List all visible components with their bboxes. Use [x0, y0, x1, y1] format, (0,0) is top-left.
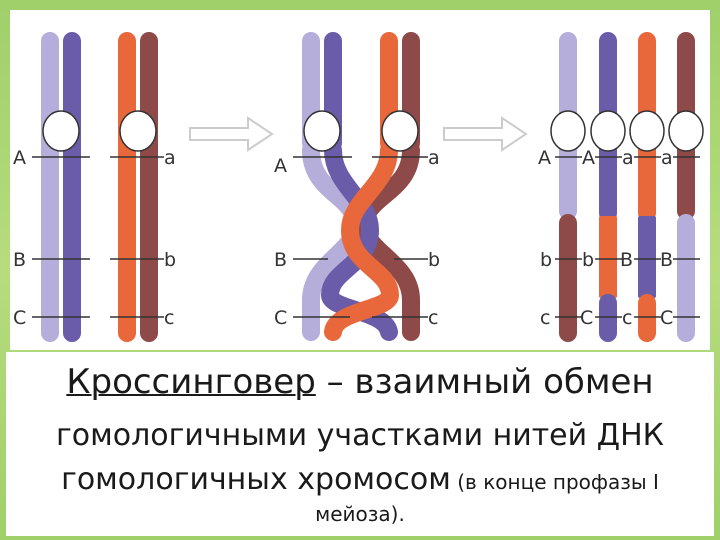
crossing-over-diagram: A B C a b c: [13, 32, 704, 342]
gene-label-B: B: [274, 249, 287, 271]
gene-label-A: A: [274, 155, 287, 177]
gene-label-a: a: [622, 147, 634, 169]
gene-label-b: b: [582, 249, 594, 271]
gene-label-C: C: [13, 307, 26, 329]
centromere: [629, 110, 665, 152]
gene-label-c: c: [622, 307, 632, 329]
caption-line-4: мейоза).: [315, 502, 405, 526]
gene-marks: [555, 156, 700, 318]
gene-label-B: B: [660, 249, 673, 271]
gene-label-C: C: [660, 307, 673, 329]
chromatid-orange: [118, 32, 136, 342]
gene-label-a: a: [428, 147, 440, 169]
gene-label-b: b: [164, 249, 176, 271]
caption-line-1: Кроссинговер – взаимный обмен: [6, 362, 714, 402]
caption-line-1-rest: – взаимный обмен: [315, 362, 654, 402]
arrow-right-icon: [189, 116, 274, 152]
centromere: [119, 110, 157, 152]
gene-label-b: b: [428, 249, 440, 271]
gene-marks: [293, 156, 428, 318]
chromatid-4-bottom: [677, 214, 695, 342]
gene-label-B: B: [620, 249, 633, 271]
stage-2-crossing-over: A B C a b c: [274, 32, 440, 341]
caption-line-3-main: гомологичных хромосом: [61, 462, 451, 497]
gene-label-C: C: [580, 307, 593, 329]
centromere: [668, 110, 704, 152]
chromatid-3-middle: [638, 216, 656, 298]
chromatid-brown: [140, 32, 158, 342]
chromatid-2-bottom: [599, 294, 617, 342]
definition-caption: Кроссинговер – взаимный обмен гомологичн…: [6, 352, 714, 536]
caption-line-3: гомологичных хромосом (в конце профазы I: [6, 462, 714, 497]
gene-label-c: c: [540, 307, 550, 329]
stage-3-recombinant-chromatids: A A a a b b B B c C c C: [538, 32, 704, 342]
chromatid-1-bottom: [559, 214, 577, 342]
arrow-right-icon: [443, 116, 528, 152]
gene-label-c: c: [164, 307, 174, 329]
diagram-panel: A B C a b c: [10, 10, 710, 350]
gene-label-A: A: [582, 147, 595, 169]
centromere: [42, 110, 80, 152]
chromatid-orange-crossing: [324, 141, 400, 341]
stage-1-homologous-pair: A B C a b c: [13, 32, 176, 342]
centromere: [381, 110, 419, 152]
chromatid-light-purple: [41, 32, 59, 342]
gene-label-c: c: [428, 307, 438, 329]
chromatid-2-middle: [599, 216, 617, 298]
gene-label-a: a: [164, 147, 176, 169]
gene-marks: [32, 156, 164, 318]
gene-label-C: C: [274, 307, 287, 329]
caption-line-2: гомологичными участками нитей ДНК: [56, 418, 664, 453]
gene-label-a: a: [661, 147, 673, 169]
centromere: [550, 110, 586, 152]
gene-label-A: A: [13, 147, 26, 169]
centromere: [590, 110, 626, 152]
gene-label-A: A: [538, 147, 551, 169]
gene-label-b: b: [540, 249, 552, 271]
centromere: [303, 110, 341, 152]
chromatid-dark-purple: [63, 32, 81, 342]
gene-label-B: B: [13, 249, 26, 271]
chromatid-3-bottom: [638, 294, 656, 342]
caption-line-3-note: (в конце профазы I: [450, 470, 659, 494]
term-crossing-over: Кроссинговер: [66, 362, 316, 402]
